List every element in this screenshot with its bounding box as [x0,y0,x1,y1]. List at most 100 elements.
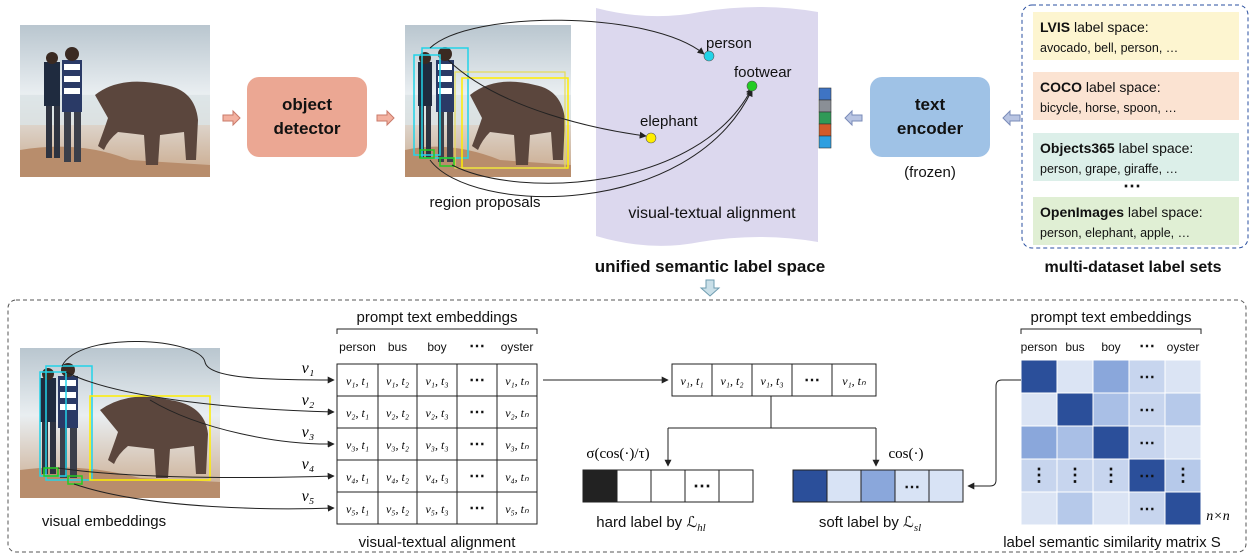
prompt-title-left: prompt text embeddings [357,309,518,326]
alignment-cell [496,395,538,429]
region-proposals-caption: region proposals [430,194,541,211]
soft-formula: cos(·) [889,446,924,462]
sim-ellipsis: ⋮ [1174,465,1192,485]
soft-cell [928,469,964,503]
embedding-cell [818,87,832,101]
visual-label: v₂ [302,392,315,409]
alignment-cell-text: ⋯ [469,436,485,453]
label-sets-list: LVIS label space:avocado, bell, person, … [1033,12,1239,245]
visual-embedding-arrows [57,341,335,512]
alignment-cell-text: v₅, tₙ [505,502,529,516]
alignment-cell [456,491,498,525]
alignment-cell-text: v₄, t₁ [346,470,369,484]
svg-text:detector: detector [273,119,340,138]
embedding-cell [818,135,832,149]
sim-ellipsis: ⋯ [1139,435,1155,452]
unified-space-title: unified semantic label space [595,257,826,276]
selected-cell [831,363,877,397]
similarity-caption: label semantic similarity matrix S [1003,534,1221,551]
sim-ellipsis: ⋯ [1139,501,1155,518]
label-set-suffix: label space: [1070,19,1149,35]
label-set-suffix: label space: [1124,204,1203,220]
person-point [703,50,715,62]
sim-cell [1128,392,1166,427]
sim-cell [1164,359,1202,394]
sim-cell [1056,425,1094,460]
text-embedding-bar [818,87,832,149]
sim-cell [1020,425,1058,460]
sim-cell [1056,359,1094,394]
visual-label: v₁ [302,360,315,377]
column-header: oyster [501,340,534,354]
elephant-label: elephant [640,113,698,130]
soft-ellipsis: ⋯ [904,479,920,496]
hard-cell [616,469,652,503]
svg-text:encoder: encoder [897,119,964,138]
prompt-bracket-right [1020,328,1202,334]
alignment-cell [377,395,418,429]
sim-ellipsis: ⋯ [1139,369,1155,386]
visual-label: v₄ [302,456,315,473]
alignment-cell-text: v₁, tₙ [505,374,529,388]
alignment-cell-text: ⋯ [469,372,485,389]
sim-cell [1164,491,1202,526]
hard-cell [650,469,686,503]
sim-ellipsis: ⋮ [1066,465,1084,485]
hard-cell [718,469,754,503]
similarity-to-soft-arrow [967,379,1021,490]
label-set-suffix: label space: [1082,79,1161,95]
sim-cell [1020,491,1058,526]
selected-cell [751,363,793,397]
flow-arrow-2 [376,109,395,127]
selected-cell-text: v₁, t₁ [680,374,703,388]
sim-column-header: boy [1101,340,1120,354]
label-set-objects365: Objects365 label space:person, grape, gi… [1033,133,1239,181]
hard-cell [684,469,720,503]
column-header: ⋯ [469,338,485,355]
svg-text:Objects365 label space:: Objects365 label space: [1040,140,1193,156]
sim-cell [1056,392,1094,427]
selected-cell [791,363,833,397]
sim-ellipsis: ⋮ [1030,465,1048,485]
footwear-point [746,80,758,92]
alignment-cell [496,491,538,525]
embedding-cell [818,99,832,113]
alignment-cell [496,459,538,493]
sim-cell [1092,491,1130,526]
sim-ellipsis: ⋯ [1139,468,1155,485]
footwear-label: footwear [734,64,792,81]
soft-cell [826,469,862,503]
label-set-lvis: LVIS label space:avocado, bell, person, … [1033,12,1239,60]
sim-ellipsis: ⋯ [1139,402,1155,419]
sim-cell [1020,359,1058,394]
column-header: person [339,340,376,354]
sim-cell [1092,458,1130,493]
sim-cell [1020,392,1058,427]
svg-text:COCO label space:: COCO label space: [1040,79,1161,95]
label-set-name: LVIS [1040,19,1070,35]
split-arrows [664,396,880,467]
alignment-cell [336,395,379,429]
alignment-cell-text: v₅, t₃ [425,502,448,516]
sim-ellipsis: ⋮ [1102,465,1120,485]
concept-points: person footwear elephant [640,35,792,144]
label-set-items: bicycle, horse, spoon, … [1040,101,1177,115]
alignment-cell-text: v₃, t₂ [386,438,409,452]
embedding-cell [818,123,832,137]
sim-cell [1128,491,1166,526]
alignment-cell-text: v₂, t₂ [386,406,409,420]
hard-formula: σ(cos(·)/τ) [586,446,649,462]
svg-text:OpenImages label space:: OpenImages label space: [1040,204,1203,220]
alignment-cell-text: v₁, t₂ [386,374,409,388]
sim-cell [1128,458,1166,493]
sim-cell [1092,425,1130,460]
flow-arrow-down [699,279,721,297]
sim-cell [1164,392,1202,427]
selected-cell-text: v₁, tₙ [842,374,866,388]
elephant-point [645,132,657,144]
